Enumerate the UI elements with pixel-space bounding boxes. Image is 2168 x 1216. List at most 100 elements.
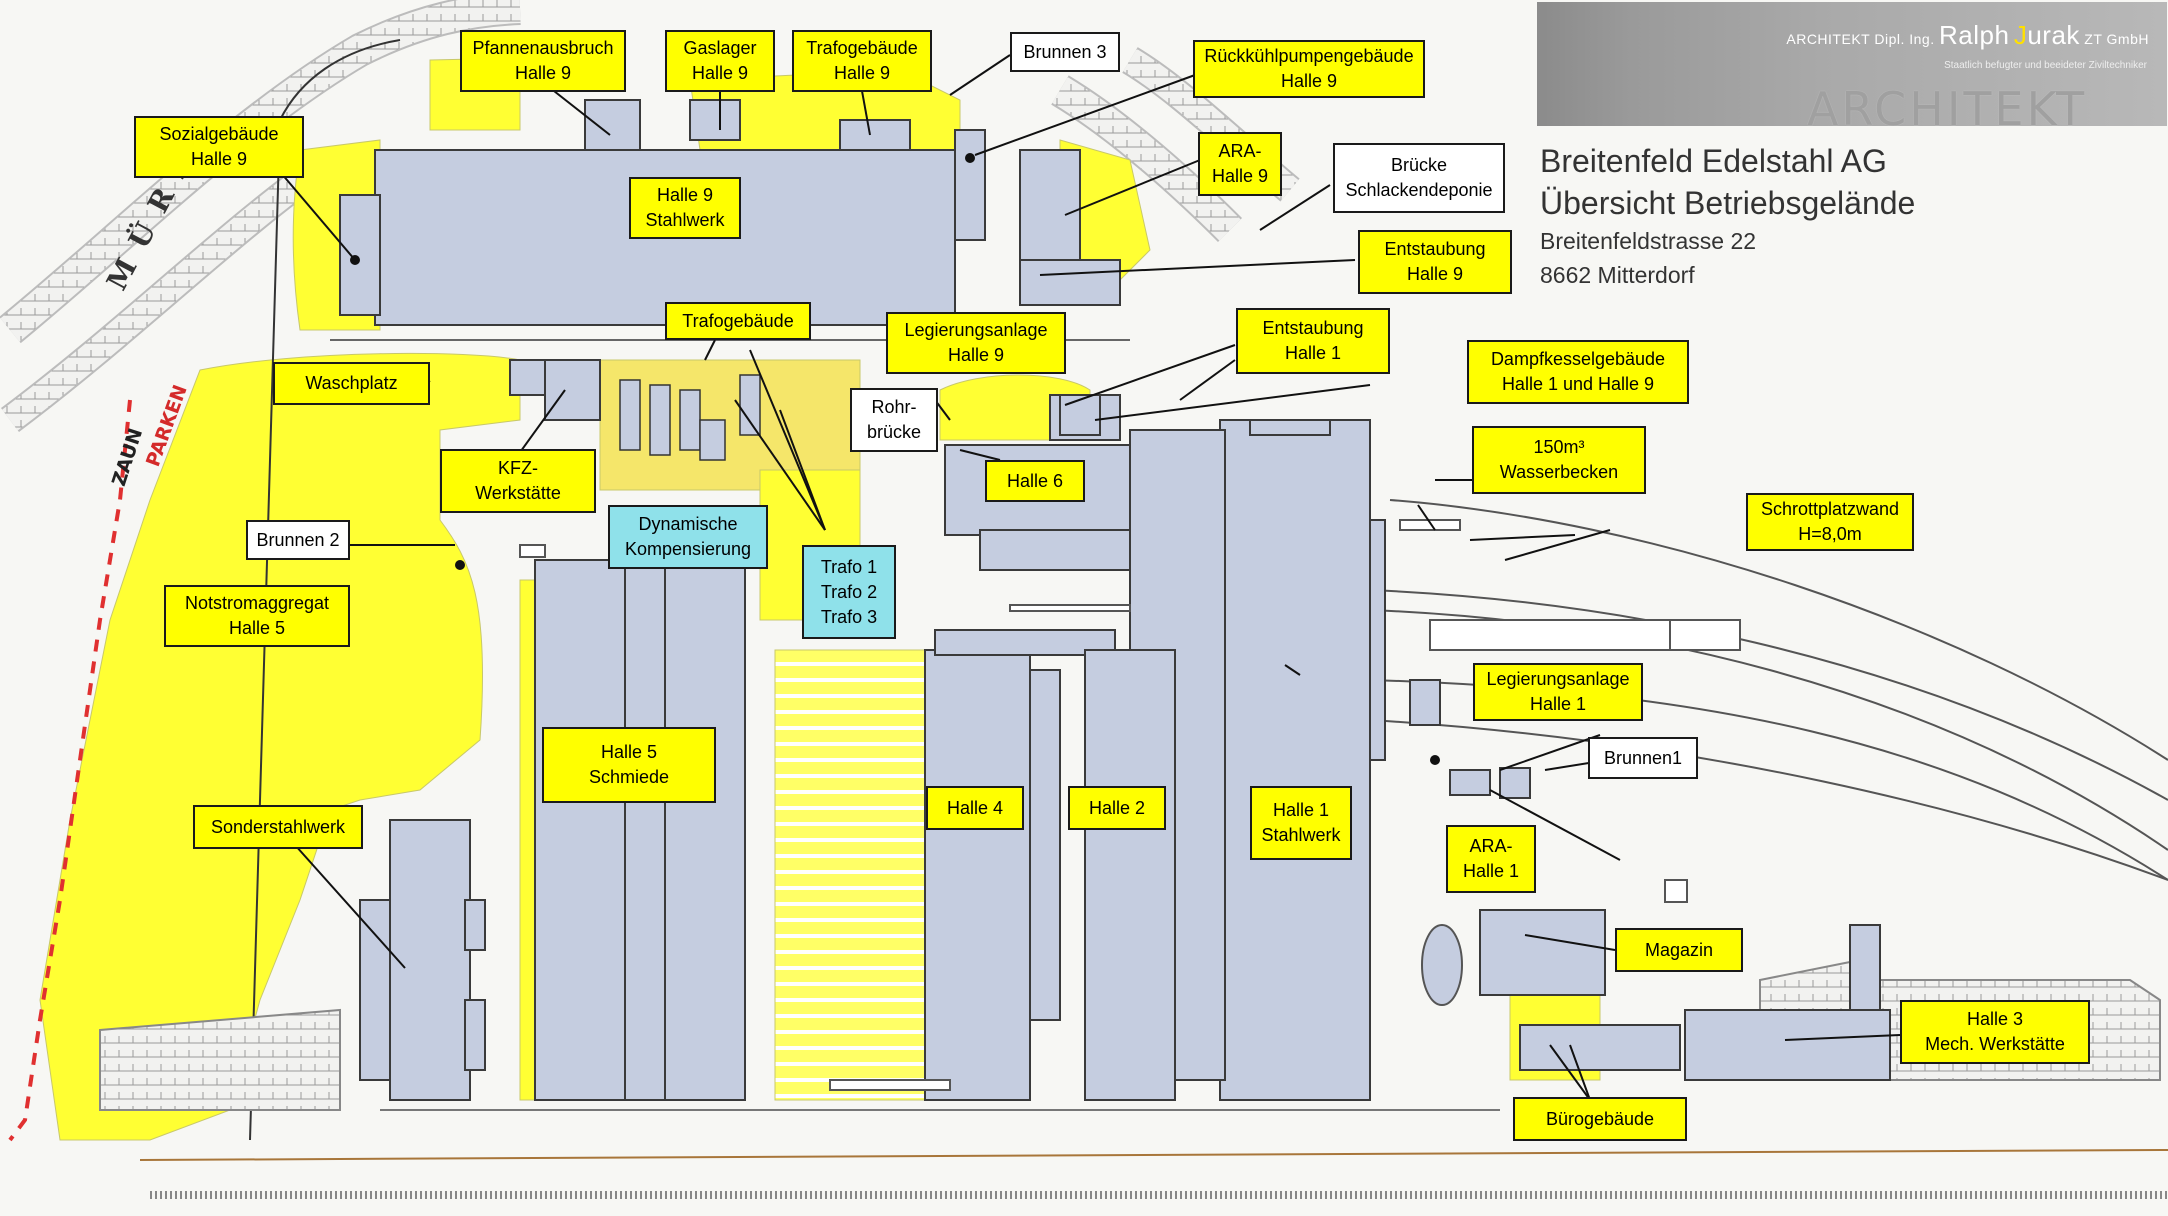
label-line: Halle 4 bbox=[946, 797, 1004, 818]
label-line: Werkstätte bbox=[475, 483, 561, 503]
label-ara-halle9[interactable]: ARA- Halle 9 bbox=[1198, 132, 1282, 196]
label-line: Schmiede bbox=[588, 767, 670, 787]
parking-boundary-line bbox=[8, 399, 132, 1142]
label-gaslager[interactable]: Gaslager Halle 9 bbox=[665, 30, 775, 92]
label-halle3[interactable]: Halle 3 Mech. Werkstätte bbox=[1900, 1000, 2090, 1064]
label-trafogebaeude[interactable]: Trafogebäude bbox=[665, 302, 811, 340]
label-halle5-schmiede[interactable]: Halle 5 Schmiede bbox=[542, 727, 716, 803]
label-line: Bürogebäude bbox=[1545, 1108, 1655, 1129]
architect-logo: ARCHITEKT Dipl. Ing. Ralph Jurak ZT GmbH… bbox=[1537, 2, 2167, 126]
label-brunnen-2[interactable]: Brunnen 2 bbox=[246, 520, 350, 560]
label-line: Halle 5 bbox=[600, 742, 658, 762]
label-line: Halle 9 bbox=[691, 63, 749, 83]
label-trafogebaeude-halle9[interactable]: Trafogebäude Halle 9 bbox=[792, 30, 932, 92]
label-line: Halle 9 bbox=[1280, 71, 1338, 91]
label-line: Legierungsanlage bbox=[904, 320, 1048, 340]
label-line: Dampfkesselgebäude bbox=[1490, 349, 1666, 369]
label-legierungsanlage-halle1[interactable]: Legierungsanlage Halle 1 bbox=[1473, 663, 1643, 721]
label-line: Rohr- bbox=[871, 397, 917, 417]
label-buerogebaeude[interactable]: Bürogebäude bbox=[1513, 1097, 1687, 1141]
label-legierungsanlage-halle9[interactable]: Legierungsanlage Halle 9 bbox=[886, 312, 1066, 374]
label-sozialgebaeude[interactable]: Sozialgebäude Halle 9 bbox=[134, 116, 304, 178]
logo-word: ARCHITEKT bbox=[1807, 82, 2088, 126]
label-kfz-werkstaette[interactable]: KFZ- Werkstätte bbox=[440, 449, 596, 513]
label-line: Trafogebäude bbox=[806, 38, 918, 58]
label-halle2[interactable]: Halle 2 bbox=[1068, 786, 1166, 830]
label-brunnen-1[interactable]: Brunnen1 bbox=[1588, 737, 1698, 779]
label-line: Pfannenausbruch bbox=[472, 38, 614, 58]
label-line: brücke bbox=[866, 422, 922, 442]
label-halle4[interactable]: Halle 4 bbox=[926, 786, 1024, 830]
label-pfannenausbruch[interactable]: Pfannenausbruch Halle 9 bbox=[460, 30, 626, 92]
logo-tagline: Staatlich befugter und beeideter Zivilte… bbox=[1944, 60, 2147, 71]
address-street: Breitenfeldstrasse 22 bbox=[1540, 228, 1757, 254]
label-line: Halle 9 bbox=[190, 149, 248, 169]
building-halle2 bbox=[1084, 649, 1176, 1101]
logo-name-first: Ralph bbox=[1939, 20, 2010, 50]
label-schrottplatzwand[interactable]: Schrottplatzwand H=8,0m bbox=[1746, 493, 1914, 551]
label-brunnen-3[interactable]: Brunnen 3 bbox=[1010, 32, 1120, 72]
label-line: Halle 9 bbox=[1406, 264, 1464, 284]
label-trafo-123[interactable]: Trafo 1 Trafo 2 Trafo 3 bbox=[802, 545, 896, 639]
label-line: Halle 6 bbox=[1006, 470, 1064, 491]
label-rohrbruecke[interactable]: Rohr- brücke bbox=[850, 388, 938, 452]
trafo-yard bbox=[619, 374, 761, 461]
label-halle6[interactable]: Halle 6 bbox=[985, 460, 1085, 502]
title-block: Breitenfeld Edelstahl AG Übersicht Betri… bbox=[1540, 140, 1970, 292]
label-line: Sonderstahlwerk bbox=[210, 816, 346, 837]
label-halle1-stahlwerk[interactable]: Halle 1 Stahlwerk bbox=[1250, 786, 1352, 860]
label-sonderstahlwerk[interactable]: Sonderstahlwerk bbox=[193, 805, 363, 849]
label-line: Halle 1 bbox=[1462, 861, 1520, 881]
label-line: Trafo 2 bbox=[820, 581, 878, 602]
label-line: Halle 1 bbox=[1284, 343, 1342, 363]
label-line: 150m³ bbox=[1533, 437, 1585, 457]
label-line: Halle 2 bbox=[1088, 797, 1146, 818]
label-waschplatz[interactable]: Waschplatz bbox=[273, 362, 430, 405]
map-subtitle: Übersicht Betriebsgelände bbox=[1540, 185, 1916, 221]
buildings bbox=[339, 99, 1891, 1101]
label-halle9-stahlwerk[interactable]: Halle 9 Stahlwerk bbox=[629, 177, 741, 239]
label-ara-halle1[interactable]: ARA- Halle 1 bbox=[1446, 825, 1536, 893]
label-wasserbecken[interactable]: 150m³ Wasserbecken bbox=[1472, 426, 1646, 494]
label-magazin[interactable]: Magazin bbox=[1615, 928, 1743, 972]
label-rueckkuehlpumpengebaeude[interactable]: Rückkühlpumpengebäude Halle 9 bbox=[1193, 40, 1425, 98]
label-line: Halle 1 bbox=[1529, 694, 1587, 714]
label-line: Schlackendeponie bbox=[1345, 180, 1493, 200]
label-line: Brunnen1 bbox=[1603, 747, 1683, 768]
label-line: Halle 9 bbox=[947, 345, 1005, 365]
label-line: Kompensierung bbox=[624, 539, 752, 559]
label-dampfkesselgebaeude[interactable]: Dampfkesselgebäude Halle 1 und Halle 9 bbox=[1467, 340, 1689, 404]
label-line: Magazin bbox=[1644, 939, 1714, 960]
address-city: 8662 Mitterdorf bbox=[1540, 262, 1695, 288]
label-line: Halle 1 und Halle 9 bbox=[1501, 374, 1655, 394]
label-entstaubung-halle9[interactable]: Entstaubung Halle 9 bbox=[1358, 230, 1512, 294]
label-line: Sozialgebäude bbox=[159, 124, 279, 144]
label-notstromaggregat[interactable]: Notstromaggregat Halle 5 bbox=[164, 585, 350, 647]
label-line: Halle 9 bbox=[833, 63, 891, 83]
logo-name-rest: urak bbox=[2027, 20, 2080, 50]
label-line: Gaslager bbox=[683, 38, 757, 58]
label-line: Trafo 3 bbox=[820, 606, 878, 627]
label-line: Schrottplatzwand bbox=[1760, 499, 1900, 519]
building-halle4 bbox=[924, 649, 1031, 1101]
misc-structures bbox=[519, 519, 1741, 1091]
logo-prefix: ARCHITEKT Dipl. Ing. bbox=[1786, 31, 1935, 47]
label-bruecke-schlackendeponie[interactable]: Brücke Schlackendeponie bbox=[1333, 143, 1505, 213]
label-line: Brunnen 3 bbox=[1023, 41, 1107, 62]
label-line: Wasserbecken bbox=[1499, 462, 1619, 482]
label-entstaubung-halle1[interactable]: Entstaubung Halle 1 bbox=[1236, 308, 1390, 374]
label-line: Halle 3 bbox=[1966, 1009, 2024, 1029]
building-sonderstahlwerk bbox=[389, 819, 471, 1101]
label-line: Legierungsanlage bbox=[1486, 669, 1630, 689]
label-line: Halle 5 bbox=[228, 618, 286, 638]
label-line: Halle 9 bbox=[514, 63, 572, 83]
logo-suffix: ZT GmbH bbox=[2084, 31, 2149, 47]
logo-firm-name: ARCHITEKT Dipl. Ing. Ralph Jurak ZT GmbH bbox=[1786, 20, 2149, 51]
label-line: Stahlwerk bbox=[645, 210, 725, 230]
label-line: Stahlwerk bbox=[1261, 825, 1341, 845]
label-dynamische-kompensierung[interactable]: Dynamische Kompensierung bbox=[608, 505, 768, 569]
label-line: Brunnen 2 bbox=[256, 529, 340, 550]
building-buero bbox=[1519, 1024, 1681, 1071]
logo-name-j: J bbox=[2013, 20, 2028, 50]
